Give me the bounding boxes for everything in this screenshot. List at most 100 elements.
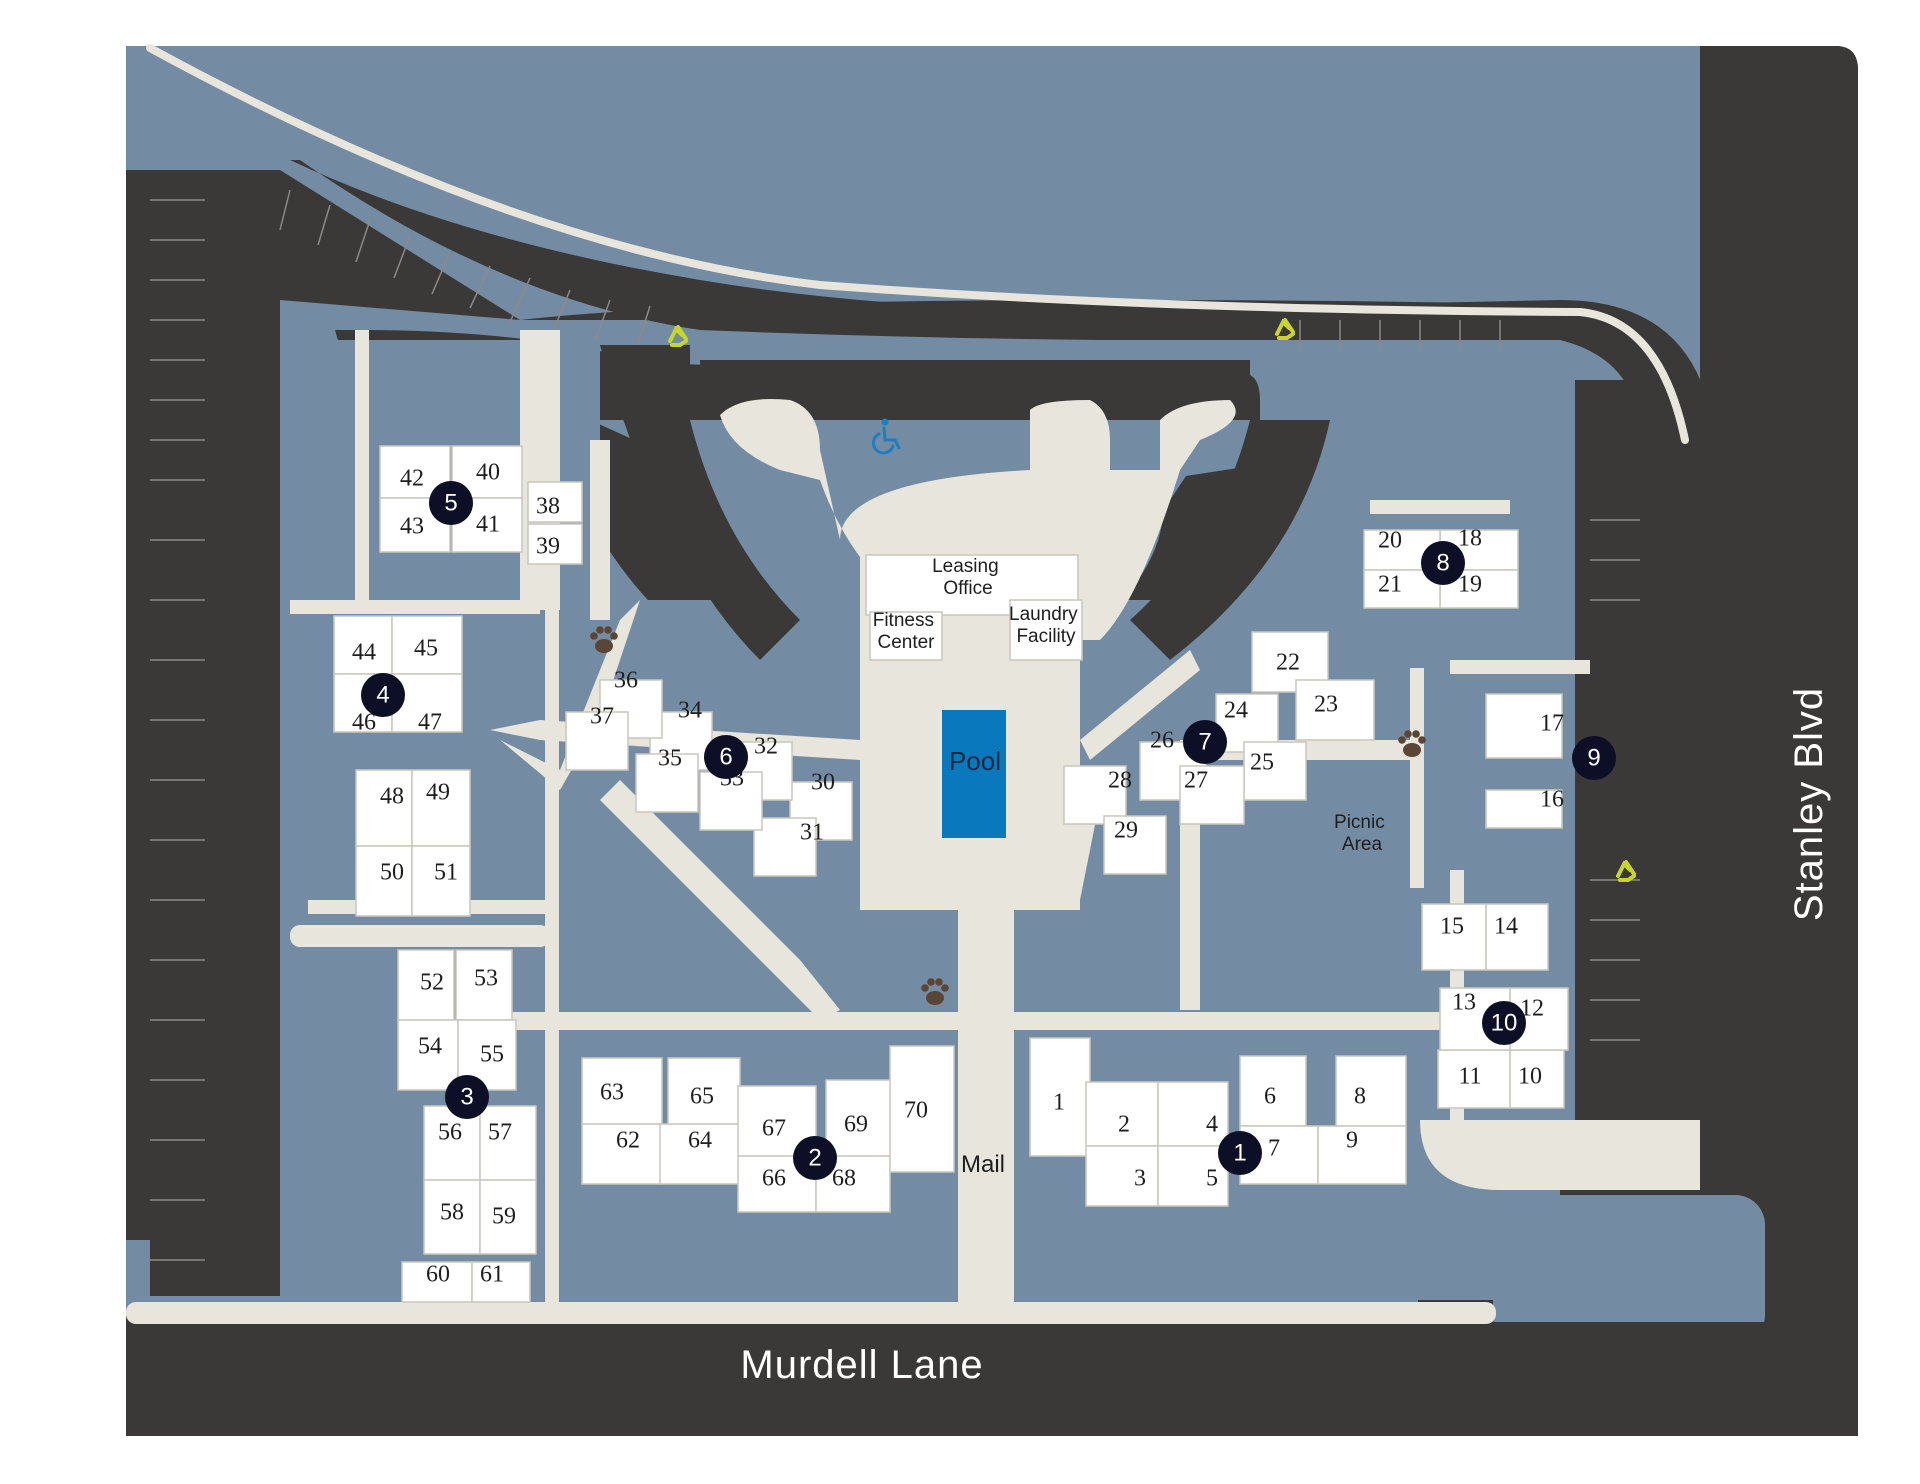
- fitness-center-label: Fitness Center: [873, 610, 940, 653]
- unit-17[interactable]: [1485, 693, 1563, 759]
- unit-58[interactable]: [423, 1179, 481, 1255]
- paw-icon: [921, 978, 949, 1005]
- unit-number-label: 45: [414, 636, 438, 662]
- recycling-icon: [668, 325, 688, 347]
- east-curve-parking: [1130, 420, 1330, 660]
- building-marker-circle: [361, 673, 405, 717]
- unit-1[interactable]: [1029, 1037, 1091, 1157]
- unit-number-label: 3: [1134, 1166, 1146, 1192]
- south-road: [126, 1322, 1858, 1436]
- unit-number-label: 62: [616, 1128, 640, 1154]
- unit-number-label: 47: [418, 710, 442, 736]
- unit-number-label: 43: [400, 514, 424, 540]
- unit-number-label: 68: [832, 1166, 856, 1192]
- unit-4[interactable]: [1157, 1081, 1229, 1147]
- unit-number-label: 70: [904, 1098, 928, 1124]
- unit-52[interactable]: [397, 949, 455, 1021]
- unit-59[interactable]: [479, 1179, 537, 1255]
- south-sidewalk: [126, 1302, 1496, 1324]
- unit-70[interactable]: [889, 1045, 955, 1173]
- unit-60[interactable]: [401, 1261, 473, 1303]
- unit-number-label: 22: [1276, 650, 1300, 676]
- unit-35[interactable]: [635, 753, 699, 813]
- unit-number-label: 51: [434, 860, 458, 886]
- building-number-label: 9: [1587, 744, 1600, 771]
- unit-number-label: 59: [492, 1204, 516, 1230]
- building-marker-9[interactable]: 9: [1572, 736, 1616, 780]
- unit-37[interactable]: [565, 711, 629, 771]
- unit-40[interactable]: [451, 445, 523, 499]
- unit-44[interactable]: [333, 615, 393, 675]
- unit-number-label: 67: [762, 1116, 786, 1142]
- building-marker-4[interactable]: 4: [361, 673, 405, 717]
- west-parking-lot: [150, 172, 280, 1296]
- building-number-label: 1: [1233, 1139, 1246, 1166]
- unit-51[interactable]: [411, 845, 471, 917]
- unit-65[interactable]: [667, 1057, 741, 1125]
- mail-label: Mail: [961, 1151, 1005, 1178]
- unit-61[interactable]: [471, 1261, 531, 1303]
- unit-29[interactable]: [1103, 815, 1167, 875]
- laundry-facility-label: Laundry Facility: [1009, 604, 1083, 647]
- unit-16[interactable]: [1485, 789, 1563, 829]
- east-drive: [1700, 46, 1858, 1436]
- building-marker-10[interactable]: 10: [1482, 1001, 1526, 1045]
- unit-number-label: 58: [440, 1200, 464, 1226]
- wheelchair-icon: [871, 418, 901, 455]
- unit-28[interactable]: [1063, 765, 1127, 825]
- unit-45[interactable]: [391, 615, 463, 675]
- unit-number-label: 4: [1206, 1112, 1218, 1138]
- unit-number-label: 10: [1518, 1064, 1542, 1090]
- unit-number-label: 63: [600, 1080, 624, 1106]
- unit-3[interactable]: [1085, 1145, 1159, 1207]
- building-number-label: 4: [376, 681, 389, 708]
- unit-number-label: 37: [590, 704, 614, 730]
- unit-38[interactable]: [527, 481, 583, 523]
- unit-64[interactable]: [659, 1123, 741, 1185]
- unit-number-label: 25: [1250, 750, 1274, 776]
- unit-number-label: 69: [844, 1112, 868, 1138]
- recycling-icon: [1275, 318, 1295, 340]
- unit-5[interactable]: [1157, 1145, 1229, 1207]
- unit-number-label: 28: [1108, 768, 1132, 794]
- unit-15[interactable]: [1421, 903, 1487, 971]
- unit-39[interactable]: [527, 523, 583, 565]
- building-marker-5[interactable]: 5: [429, 481, 473, 525]
- unit-2[interactable]: [1085, 1081, 1159, 1147]
- unit-48[interactable]: [355, 769, 413, 847]
- unit-63[interactable]: [581, 1057, 663, 1125]
- building-number-label: 3: [460, 1083, 473, 1110]
- west-curve-parking: [600, 345, 800, 660]
- leasing-office-label: Leasing Office: [932, 556, 1004, 599]
- unit-31[interactable]: [753, 817, 817, 877]
- building-marker-1[interactable]: 1: [1218, 1131, 1262, 1175]
- building-marker-2[interactable]: 2: [793, 1136, 837, 1180]
- unit-25[interactable]: [1243, 741, 1307, 801]
- building-marker-3[interactable]: 3: [445, 1075, 489, 1119]
- leasing-office-line-1: Leasing: [932, 556, 999, 577]
- unit-47[interactable]: [391, 673, 463, 733]
- unit-69[interactable]: [825, 1079, 901, 1157]
- unit-number-label: 19: [1458, 572, 1482, 598]
- unit-number-label: 36: [614, 668, 638, 694]
- unit-number-label: 1: [1053, 1090, 1065, 1116]
- pool-label: Pool: [949, 746, 1001, 776]
- unit-9[interactable]: [1317, 1125, 1407, 1185]
- unit-23[interactable]: [1295, 679, 1375, 741]
- unit-11[interactable]: [1437, 1049, 1511, 1109]
- building-marker-6[interactable]: 6: [704, 735, 748, 779]
- unit-8[interactable]: [1335, 1055, 1407, 1127]
- unit-number-label: 52: [420, 970, 444, 996]
- building-marker-8[interactable]: 8: [1421, 541, 1465, 585]
- unit-14[interactable]: [1485, 903, 1549, 971]
- unit-number-label: 55: [480, 1042, 504, 1068]
- unit-10[interactable]: [1509, 1049, 1565, 1109]
- building-marker-7[interactable]: 7: [1183, 720, 1227, 764]
- unit-54[interactable]: [397, 1019, 459, 1091]
- building-number-label: 10: [1491, 1009, 1518, 1036]
- unit-number-label: 27: [1184, 768, 1208, 794]
- unit-27[interactable]: [1179, 765, 1245, 825]
- unit-number-label: 49: [426, 780, 450, 806]
- unit-number-label: 13: [1452, 990, 1476, 1016]
